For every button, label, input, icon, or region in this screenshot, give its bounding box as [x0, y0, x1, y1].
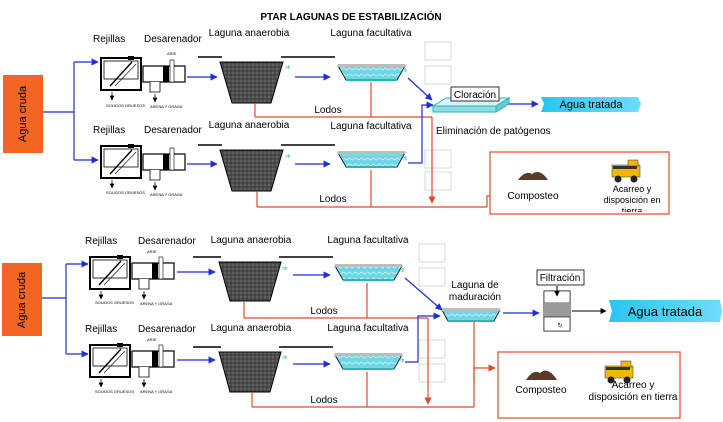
dump-truck-icon [604, 360, 634, 384]
anaerobic-lagoon: ⇉ [193, 346, 333, 393]
svg-text:⇉: ⇉ [402, 67, 407, 74]
coarse-solids-label: SOLIDOS GRUESOS [95, 300, 134, 305]
hauling-label: Acarreo y disposición en tierra [603, 184, 661, 212]
anaerobic-lagoon-label: Laguna anaerobia [209, 28, 290, 39]
page-title: PTAR LAGUNAS DE ESTABILIZACIÓN [260, 10, 441, 23]
influent-splitter [42, 260, 89, 358]
anaerobic-lagoon: ⇉ [198, 144, 335, 192]
filtration-unit: ↻ [543, 286, 571, 332]
grit-chamber-label: Desarenador [144, 34, 202, 45]
sludge-label: Lodos [310, 306, 337, 317]
sludge-label: Lodos [310, 395, 337, 406]
train-1: Rejillas Desarenador ARIE SOLIDOS GRUESO… [93, 28, 452, 118]
section-2: Agua cruda Rejillas Desarenador ARIE SOL… [2, 235, 722, 419]
influent-box [3, 75, 43, 153]
grit-chamber [142, 147, 186, 191]
svg-text:⇉: ⇉ [285, 153, 290, 160]
filtration-label: Filtración [540, 273, 581, 284]
facultative-lagoon: ⇉ [334, 353, 404, 370]
screens-label: Rejillas [93, 34, 125, 45]
train-3: Rejillas Desarenador ARIE SOLIDOS GRUESO… [85, 235, 446, 319]
maturation-lagoon [441, 308, 501, 322]
screen-unit [89, 343, 131, 388]
svg-text:⇉: ⇉ [402, 155, 407, 162]
grit-chamber [131, 256, 175, 300]
coarse-solids-label: SOLIDOS GRUESOS [106, 103, 145, 108]
sludge-disposal-box: Composteo Acarreo y disposición en tierr… [497, 351, 681, 419]
compost-pile-icon [526, 370, 557, 380]
sand-grease-label: ARENA Y GRASA [140, 301, 173, 306]
chlorination-tank [431, 97, 511, 113]
grit-chamber-label: Desarenador [138, 324, 196, 335]
grit-chamber-label: Desarenador [144, 125, 202, 136]
influent-label: Agua cruda [16, 271, 29, 328]
anaerobic-lagoon-label: Laguna anaerobia [209, 120, 290, 131]
train-2: Rejillas Desarenador SOLIDOS GRUESOS ARE… [93, 101, 487, 208]
treated-water-box [609, 300, 722, 322]
anaerobic-lagoon-label: Laguna anaerobia [211, 235, 292, 246]
facultative-lagoon: ⇉ [337, 151, 407, 168]
facultative-lagoon: ⇉ [334, 264, 404, 281]
compost-label: Composteo [507, 191, 559, 202]
svg-text:⇉: ⇉ [399, 267, 404, 274]
hauling-label: Acarreo y disposición en tierra [588, 380, 678, 403]
facultative-lagoon-label: Laguna facultativa [327, 235, 409, 246]
anaerobic-lagoon-label: Laguna anaerobia [211, 323, 292, 334]
grit-tiny-label: ARIE [147, 249, 157, 254]
facultative-lagoon-label: Laguna facultativa [327, 323, 409, 334]
svg-text:⇉: ⇉ [282, 354, 287, 361]
dump-truck-icon [611, 159, 641, 183]
facultative-lagoon: ⇉ [337, 64, 407, 81]
train-4: Rejillas Desarenador ARIE SOLIDOS GRUESO… [85, 312, 474, 408]
coarse-solids-label: SOLIDOS GRUESOS [106, 190, 145, 195]
influent-box [2, 263, 42, 336]
screens-label: Rejillas [93, 125, 125, 136]
anaerobic-lagoon: ⇉ [193, 256, 333, 302]
influent-label: Agua cruda [17, 85, 30, 143]
screen-unit [100, 144, 142, 189]
compost-pile-icon [518, 172, 548, 180]
treated-water-box [541, 97, 641, 112]
compost-label: Composteo [515, 385, 567, 396]
grit-chamber [131, 344, 175, 388]
svg-text:↻: ↻ [557, 322, 562, 329]
facultative-lagoon-label: Laguna facultativa [330, 121, 412, 132]
anaerobic-lagoon: ⇉ [198, 56, 335, 104]
grit-tiny-label: ARIE [167, 51, 177, 56]
grit-chamber-label: Desarenador [138, 236, 196, 247]
section-1: Agua cruda Rejillas Desarenador ARIE [3, 28, 670, 215]
screens-label: Rejillas [85, 236, 117, 247]
pathogen-removal-label: Eliminación de patógenos [436, 126, 551, 137]
maturation-lagoon-label: Laguna de maduración [448, 280, 502, 303]
screen-unit [89, 255, 131, 300]
sand-grease-label: ARENA Y GRASA [150, 192, 183, 197]
treated-water-label: Agua tratada [560, 99, 624, 111]
coarse-solids-label: SOLIDOS GRUESOS [95, 389, 134, 394]
facultative-lagoon-label: Laguna facultativa [330, 28, 412, 39]
treated-water-label: Agua tratada [628, 304, 703, 319]
influent-splitter [43, 58, 99, 164]
svg-text:⇉: ⇉ [285, 64, 290, 71]
sand-grease-label: ARENA Y GRASA [150, 104, 183, 109]
svg-text:⇉: ⇉ [399, 357, 404, 364]
grit-tiny-label: ARIE [147, 337, 157, 342]
sludge-label: Lodos [319, 194, 346, 205]
screens-label: Rejillas [85, 324, 117, 335]
svg-text:⇉: ⇉ [282, 265, 287, 272]
screen-unit [100, 56, 142, 101]
sludge-label: Lodos [314, 105, 341, 116]
sand-grease-label: ARENA Y GRASA [140, 389, 173, 394]
chlorination-label: Cloración [454, 90, 496, 101]
grit-chamber [142, 59, 186, 103]
sludge-disposal-box: Composteo Acarreo y disposición en tierr… [489, 151, 670, 215]
